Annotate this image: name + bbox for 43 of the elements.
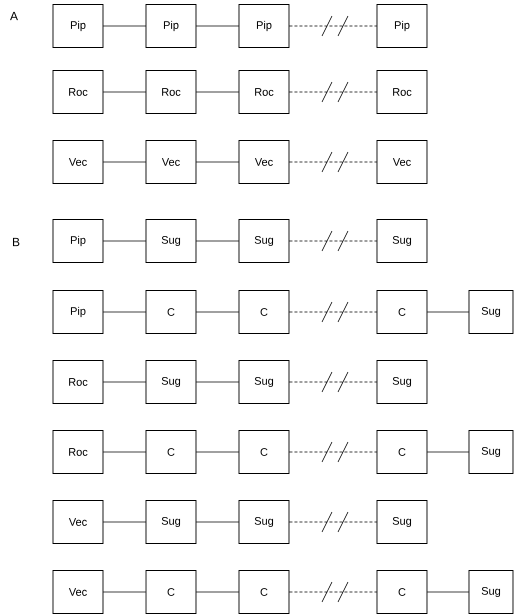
unit-box: Pip [52,290,104,334]
unit-box: Vec [376,140,428,184]
panel-label: B [12,238,20,246]
unit-box: Roc [52,430,104,474]
unit-box: Vec [52,500,104,544]
unit-box: Sug [146,500,196,544]
unit-box: C [238,290,290,334]
unit-box: Sug [376,219,428,263]
panel-label: A [10,12,18,20]
unit-box: Sug [468,570,514,614]
unit-box: Pip [52,4,104,48]
unit-box: Sug [468,290,514,334]
unit-box: Roc [146,70,196,114]
unit-box: Vec [238,140,290,184]
unit-box: Roc [52,360,104,404]
unit-box: C [146,570,196,614]
unit-box: Sug [238,500,290,544]
unit-box: C [146,430,196,474]
unit-box: C [238,570,290,614]
unit-box: Roc [238,70,290,114]
unit-box: Pip [376,4,428,48]
unit-box: C [376,570,428,614]
unit-box: Vec [52,570,104,614]
connector [196,240,239,242]
unit-box: Pip [52,219,104,263]
unit-box: C [146,290,196,334]
unit-box: Sug [376,500,428,544]
unit-box: Vec [52,140,104,184]
unit-box: C [238,430,290,474]
unit-box: Vec [146,140,196,184]
unit-box: C [376,430,428,474]
unit-box: Roc [52,70,104,114]
unit-box: Sug [146,360,196,404]
connector [103,240,146,242]
unit-box: C [376,290,428,334]
unit-box: Sug [376,360,428,404]
unit-box: Pip [146,4,196,48]
unit-box: Sug [238,360,290,404]
unit-box: Roc [376,70,428,114]
unit-box: Sug [146,219,196,263]
unit-box: Sug [468,430,514,474]
unit-box: Pip [238,4,290,48]
unit-box: Sug [238,219,290,263]
